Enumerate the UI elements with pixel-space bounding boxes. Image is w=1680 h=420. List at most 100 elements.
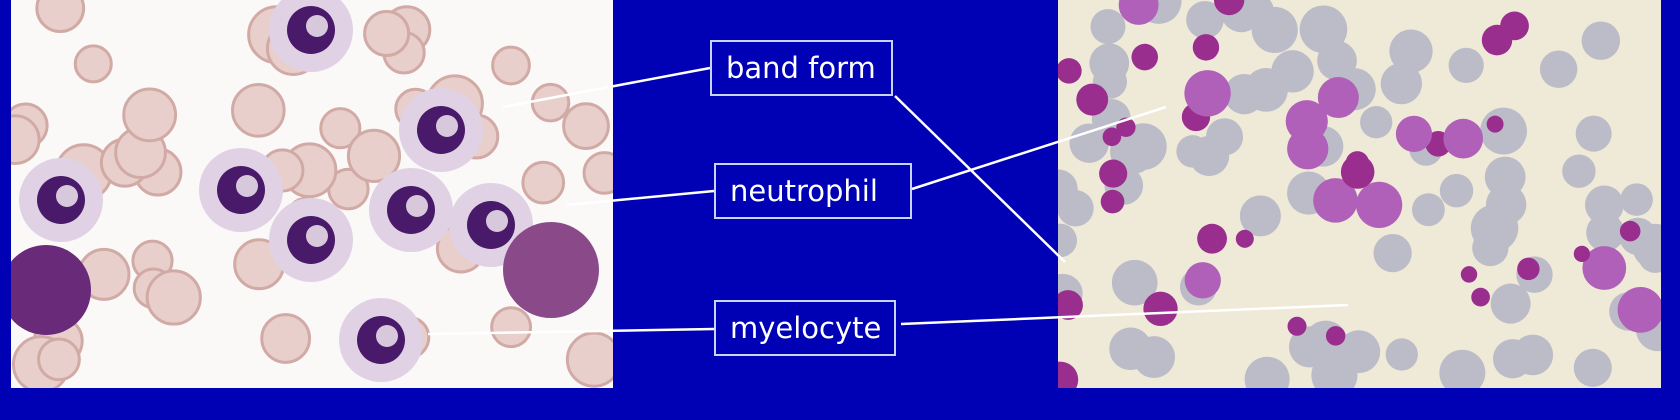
red-blood-cell bbox=[1058, 223, 1078, 258]
red-blood-cell bbox=[1090, 9, 1126, 45]
red-blood-cell bbox=[1492, 339, 1533, 379]
white-blood-cell bbox=[1131, 43, 1159, 71]
red-blood-cell bbox=[1240, 0, 1274, 28]
white-blood-cell bbox=[1517, 257, 1540, 281]
red-blood-cell bbox=[73, 44, 113, 84]
band-form-label: band form bbox=[710, 40, 893, 96]
red-blood-cell bbox=[1485, 184, 1527, 225]
red-blood-cell bbox=[491, 45, 531, 86]
red-blood-cell bbox=[346, 128, 402, 183]
red-blood-cell bbox=[1575, 115, 1612, 152]
red-blood-cell bbox=[1586, 213, 1625, 252]
red-blood-cell bbox=[122, 87, 178, 143]
white-blood-cell bbox=[1184, 70, 1231, 117]
red-blood-cell bbox=[260, 313, 312, 364]
red-blood-cell bbox=[562, 102, 610, 150]
white-blood-cell bbox=[1099, 159, 1128, 188]
red-blood-cell bbox=[1288, 326, 1331, 368]
white-blood-cell bbox=[1582, 246, 1627, 290]
white-blood-cell bbox=[1192, 34, 1220, 61]
red-blood-cell bbox=[1176, 135, 1209, 168]
white-blood-cell bbox=[1118, 0, 1159, 25]
white-blood-cell bbox=[1197, 223, 1227, 254]
red-blood-cell bbox=[1360, 106, 1393, 139]
red-blood-cell bbox=[1186, 0, 1224, 39]
white-blood-cell bbox=[1356, 181, 1403, 228]
neutrophil-label: neutrophil bbox=[714, 163, 912, 219]
white-blood-cell bbox=[1500, 11, 1529, 41]
red-blood-cell bbox=[11, 114, 41, 165]
red-blood-cell bbox=[1244, 356, 1290, 388]
white-blood-cell bbox=[1143, 291, 1178, 327]
red-blood-cell bbox=[1620, 183, 1653, 216]
red-blood-cell bbox=[231, 83, 286, 138]
white-blood-cell bbox=[1619, 220, 1641, 242]
red-blood-cell bbox=[1111, 259, 1158, 306]
red-blood-cell bbox=[1573, 348, 1612, 387]
red-blood-cell bbox=[1539, 50, 1578, 88]
nucleus-center bbox=[236, 175, 258, 197]
red-blood-cell bbox=[1480, 107, 1527, 155]
white-blood-cell bbox=[1340, 155, 1375, 189]
red-blood-cell bbox=[1239, 195, 1281, 237]
red-blood-cell bbox=[1411, 193, 1445, 227]
white-blood-cell bbox=[1573, 245, 1590, 263]
nucleus-center bbox=[306, 225, 328, 247]
white-blood-cell bbox=[1443, 118, 1484, 159]
nucleus-center bbox=[376, 325, 398, 347]
red-blood-cell bbox=[1205, 118, 1244, 156]
red-blood-cell bbox=[1389, 29, 1433, 73]
red-blood-cell bbox=[1439, 173, 1474, 208]
red-blood-cell bbox=[1385, 338, 1418, 371]
red-blood-cell bbox=[565, 331, 613, 388]
white-blood-cell bbox=[1116, 117, 1136, 137]
white-blood-cell bbox=[1287, 316, 1307, 336]
red-blood-cell bbox=[35, 0, 86, 34]
red-blood-cell bbox=[363, 9, 411, 58]
white-blood-cell bbox=[1460, 266, 1478, 283]
myelocyte-cell bbox=[503, 222, 599, 318]
large-cell bbox=[11, 245, 91, 335]
white-blood-cell bbox=[1317, 77, 1359, 119]
red-blood-cell bbox=[490, 306, 533, 349]
red-blood-cell bbox=[1380, 62, 1423, 105]
red-blood-cell bbox=[1581, 21, 1621, 60]
nucleus-center bbox=[486, 210, 508, 232]
red-blood-cell bbox=[1562, 154, 1596, 188]
white-blood-cell bbox=[1287, 128, 1329, 170]
nucleus-center bbox=[406, 195, 428, 217]
white-blood-cell bbox=[1617, 287, 1661, 333]
red-blood-cell bbox=[1224, 73, 1265, 115]
red-blood-cell bbox=[1317, 40, 1357, 81]
white-blood-cell bbox=[1395, 115, 1433, 152]
white-blood-cell bbox=[1100, 189, 1125, 214]
blood-smear-image-right bbox=[1058, 0, 1661, 388]
white-blood-cell bbox=[1076, 83, 1109, 116]
red-blood-cell bbox=[319, 107, 362, 150]
red-blood-cell bbox=[582, 151, 613, 195]
white-blood-cell bbox=[1235, 229, 1254, 248]
nucleus-center bbox=[56, 185, 78, 207]
red-blood-cell bbox=[1448, 47, 1484, 84]
myelocyte-label: myelocyte bbox=[714, 300, 896, 356]
red-blood-cell bbox=[145, 269, 202, 326]
nucleus-center bbox=[306, 15, 328, 37]
red-blood-cell bbox=[37, 337, 81, 382]
red-blood-cell bbox=[521, 160, 566, 205]
white-blood-cell bbox=[1213, 0, 1245, 16]
blood-smear-image-left bbox=[11, 0, 613, 388]
white-blood-cell bbox=[1325, 326, 1346, 346]
white-blood-cell bbox=[1471, 287, 1490, 307]
white-blood-cell bbox=[1058, 58, 1082, 84]
white-blood-cell bbox=[1486, 115, 1504, 133]
white-blood-cell bbox=[1058, 361, 1079, 388]
band-form-pointer-right bbox=[894, 95, 1066, 263]
red-blood-cell bbox=[1490, 283, 1531, 324]
white-blood-cell bbox=[1313, 178, 1358, 223]
red-blood-cell bbox=[1133, 336, 1176, 379]
red-blood-cell bbox=[1439, 349, 1486, 388]
red-blood-cell bbox=[1584, 185, 1624, 225]
red-blood-cell bbox=[530, 82, 571, 123]
nucleus-center bbox=[436, 115, 458, 137]
white-blood-cell bbox=[1184, 262, 1221, 299]
